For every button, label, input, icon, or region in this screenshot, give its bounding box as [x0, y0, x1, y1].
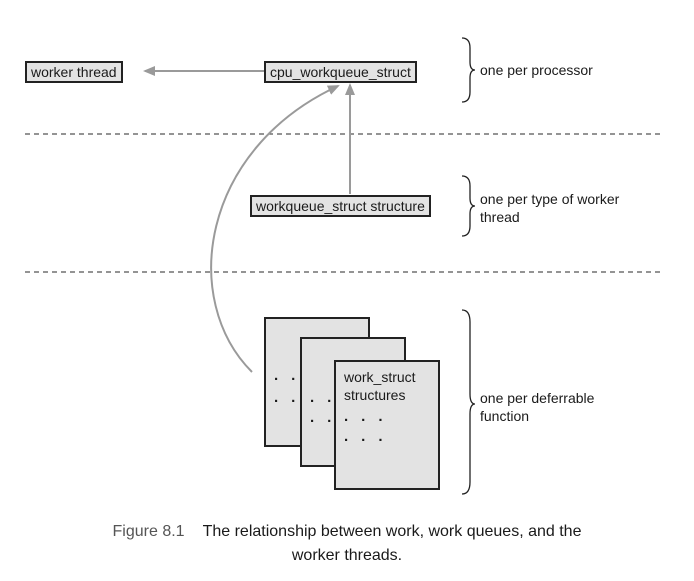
annotation-per-function-line2: function	[480, 408, 530, 424]
caption-text-line2: worker threads.	[291, 547, 403, 564]
annotation-per-processor: one per processor	[480, 62, 593, 78]
annotation-per-type-line2: thread	[480, 209, 520, 225]
page-front-dots-row1: · · ·	[344, 412, 388, 429]
annotation-per-type-line1: one per type of worker	[480, 191, 620, 207]
caption-line1: Figure 8.1 The relationship between work,…	[40, 520, 654, 544]
workqueue-struct-node: workqueue_struct structure	[250, 195, 431, 217]
figure-number: Figure 8.1	[112, 523, 185, 540]
figure-caption: Figure 8.1 The relationship between work,…	[40, 520, 654, 568]
work-struct-page-front: work_struct structures · · · · · ·	[334, 360, 440, 490]
worker-thread-node: worker thread	[25, 61, 123, 83]
page-front-dots-row2: · · ·	[344, 432, 388, 449]
work-struct-label-line1: work_struct	[344, 369, 416, 385]
annotation-per-function-line1: one per deferrable	[480, 390, 595, 406]
brace-per-function	[461, 309, 476, 495]
brace-per-type	[461, 175, 476, 237]
work-struct-label-line2: structures	[344, 387, 406, 403]
caption-text-line1: The relationship between work, work queu…	[202, 523, 582, 540]
arrow-work-to-cpu	[210, 85, 340, 373]
cpu-workqueue-struct-node: cpu_workqueue_struct	[264, 61, 417, 83]
brace-per-processor	[461, 37, 476, 103]
